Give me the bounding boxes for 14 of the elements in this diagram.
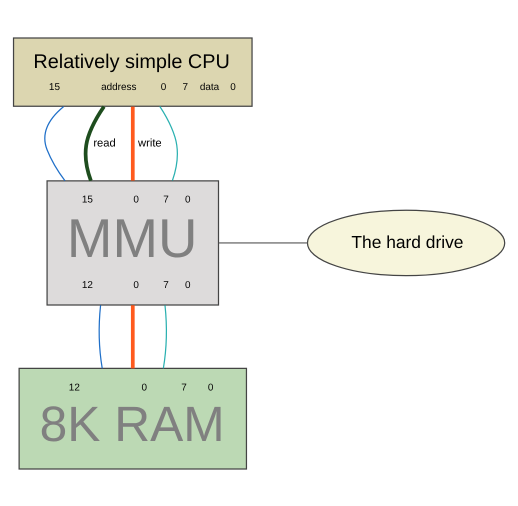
node-box: 15 0 7 0 MMU 12 0 7 0	[46, 180, 220, 306]
node-box: Relatively simple CPU 15 address 0 7 data 0	[12, 36, 253, 106]
connector	[84, 104, 106, 181]
edge-label: read	[93, 136, 116, 149]
connector	[218, 242, 308, 244]
connector	[162, 304, 167, 368]
connector	[130, 106, 135, 180]
edge-label: write	[138, 136, 162, 149]
connector	[98, 304, 103, 368]
connector	[44, 106, 66, 181]
node-ellipse: The hard drive	[306, 209, 506, 276]
connector	[130, 304, 135, 368]
node-box: 12 0 7 0 8K RAM	[18, 367, 248, 470]
connector	[159, 106, 178, 180]
